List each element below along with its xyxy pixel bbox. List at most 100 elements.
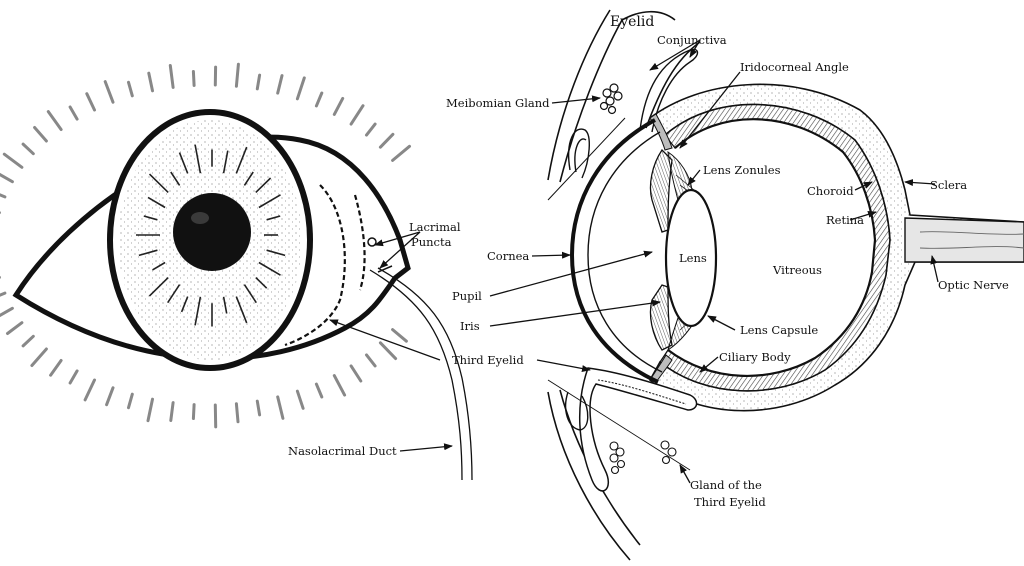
label-ciliary-body: Ciliary Body [719,350,791,364]
label-lacrimal-puncta-1: Lacrimal [409,220,461,234]
label-gland-third-eyelid-2: Third Eyelid [694,495,766,509]
iris-ray [243,171,254,186]
eyelash [234,402,240,424]
eyelash [332,374,347,397]
eyelash [30,347,48,367]
eyelash [365,353,377,368]
cornea [569,118,659,384]
iris-ray [180,296,189,313]
iris-ray [138,249,158,257]
cross-section-view [547,9,1024,561]
eyelash [255,73,262,91]
eyelash [2,152,24,169]
eyelash [365,122,377,137]
label-pupil: Pupil [452,289,482,303]
eyelash [83,378,96,402]
label-lens: Lens [679,251,707,265]
eyelash [255,399,262,417]
eyelash [391,144,411,162]
iris-section-lower [649,284,673,351]
eyelash [191,70,196,87]
eyelash [234,62,240,88]
eyelash [68,105,79,121]
pupil-front [173,193,251,271]
eyelash [314,91,324,108]
label-eyelid: Eyelid [610,14,654,30]
iris-ray [194,144,202,174]
third-eyelid-dashed [284,184,366,347]
eyelash [21,142,35,156]
eyelash [276,74,284,95]
eyelash [168,64,175,89]
eyelash [295,389,305,410]
eyelash [349,104,365,126]
iris-ray [194,296,202,326]
eyelash [6,321,24,335]
eyelash [332,96,345,116]
label-nasolacrimal-duct: Nasolacrimal Duct [288,444,397,458]
iris-ray [235,296,248,324]
label-conjunctiva: Conjunctiva [657,33,727,47]
eyelash [276,395,285,420]
eyelash [191,403,196,420]
label-iris: Iris [460,319,480,333]
iris-ray [266,215,281,221]
eyelash [103,80,115,104]
eyelash [105,386,115,407]
iris-ray [266,249,286,257]
iris-ray [178,152,189,174]
upper-eyelid [547,9,701,183]
leader-arrows [329,39,939,484]
iris-ray [222,296,228,314]
label-sclera: Sclera [930,178,967,192]
eyelash [391,328,408,343]
optic-nerve-shape [904,217,1024,263]
upper-lid-fold [568,128,590,179]
iris-ray [152,261,166,271]
eyelash [295,76,306,101]
eyelash [0,306,14,318]
iris-section-upper [649,148,673,233]
iris-ray [258,194,281,209]
iris-rays [136,144,286,327]
iris-ray [255,177,272,193]
label-retina: Retina [826,213,864,227]
eyelash [68,369,79,385]
label-optic-nerve: Optic Nerve [938,278,1009,292]
iris-ray [243,284,257,304]
iris-ray [170,171,181,186]
eyelash [21,334,35,348]
label-lens-zonules: Lens Zonules [703,163,781,177]
eyelash [49,359,63,377]
eyelash [0,291,7,297]
eyelash [314,382,324,399]
label-meibomian-gland: Meibomian Gland [446,96,550,110]
label-gland-third-eyelid-1: Gland of the [690,478,762,492]
third-eyelid-section [578,367,698,492]
eyelash [85,92,96,112]
label-cornea: Cornea [487,249,529,263]
eyelash [0,193,7,199]
label-third-eyelid: Third Eyelid [452,353,524,367]
eyelash [169,401,175,422]
iris-ray [258,261,281,276]
iris-ray [235,146,248,174]
label-vitreous: Vitreous [772,263,822,277]
iris-ray [222,150,229,174]
iris-ray [148,277,169,297]
iris-ray [143,215,158,221]
lower-lid-fold [564,391,589,431]
labels: Eyelid Conjunctiva Iridocorneal Angle Me… [288,14,1009,509]
retina-line [667,118,877,378]
iris-ray [167,284,181,304]
conjunctiva-upper [639,48,699,133]
eyelash [46,110,63,131]
eyelash [127,80,134,98]
eyelash [146,397,154,423]
eyelash [127,392,134,410]
meibomian-gland-shape [599,83,623,115]
gland-third-eyelid-shape [609,440,677,475]
iris-ray [147,196,166,209]
lacrimal-punctum [367,237,377,247]
